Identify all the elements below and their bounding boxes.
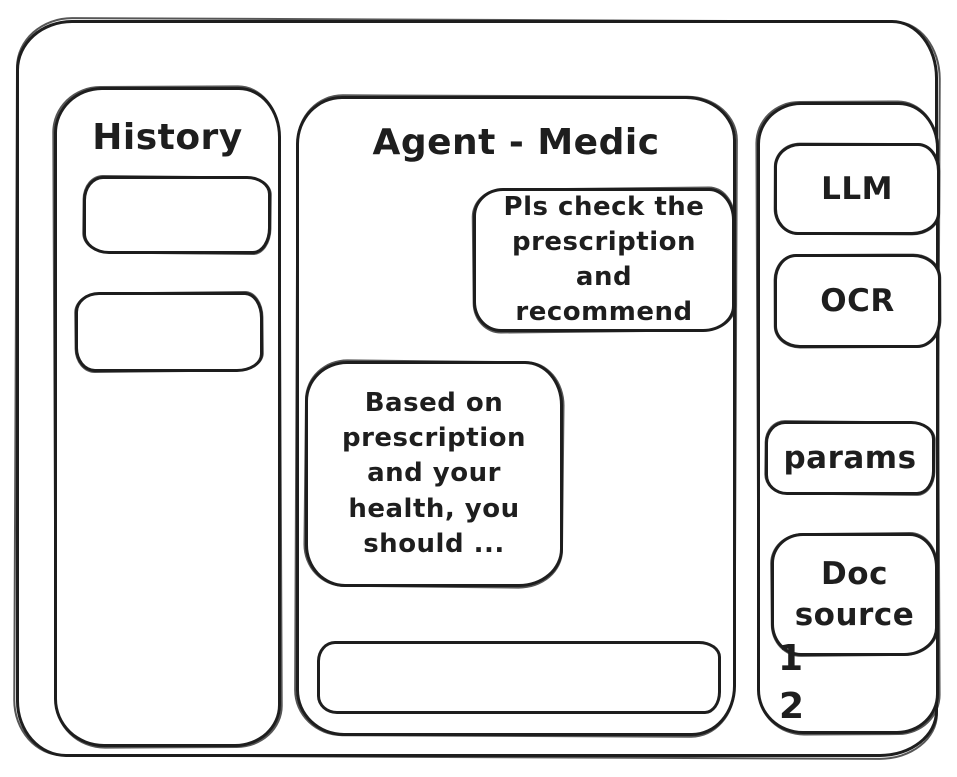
ocr-button-label: OCR bbox=[820, 282, 895, 319]
user-message-bubble: Pls check the prescription and recommend bbox=[473, 188, 735, 332]
message-input[interactable] bbox=[317, 641, 721, 714]
doc-source-button[interactable]: Doc source bbox=[771, 533, 938, 656]
assistant-message-bubble: Based on prescription and your health, y… bbox=[305, 361, 563, 587]
app-window: History Agent - Medic Pls check the pres… bbox=[16, 20, 941, 757]
chat-title: Agent - Medic bbox=[372, 122, 660, 163]
llm-button[interactable]: LLM bbox=[774, 143, 940, 235]
params-button-label: params bbox=[783, 439, 917, 476]
doc-source-item-1: 1 bbox=[778, 638, 804, 679]
history-panel: History bbox=[54, 87, 281, 747]
history-title: History bbox=[92, 117, 243, 158]
llm-button-label: LLM bbox=[821, 170, 893, 207]
user-message-text: Pls check the prescription and recommend bbox=[503, 191, 705, 328]
chat-panel: Agent - Medic Pls check the prescription… bbox=[296, 96, 736, 736]
doc-source-button-label: Doc source bbox=[794, 556, 915, 633]
doc-source-item-2: 2 bbox=[779, 686, 805, 727]
ocr-button[interactable]: OCR bbox=[774, 254, 941, 348]
history-item[interactable] bbox=[83, 176, 271, 254]
history-item[interactable] bbox=[75, 292, 263, 372]
assistant-message-text: Based on prescription and your health, y… bbox=[341, 388, 526, 559]
params-button[interactable]: params bbox=[765, 421, 935, 495]
tools-panel: LLM OCR params Doc source 1 2 bbox=[757, 102, 941, 734]
